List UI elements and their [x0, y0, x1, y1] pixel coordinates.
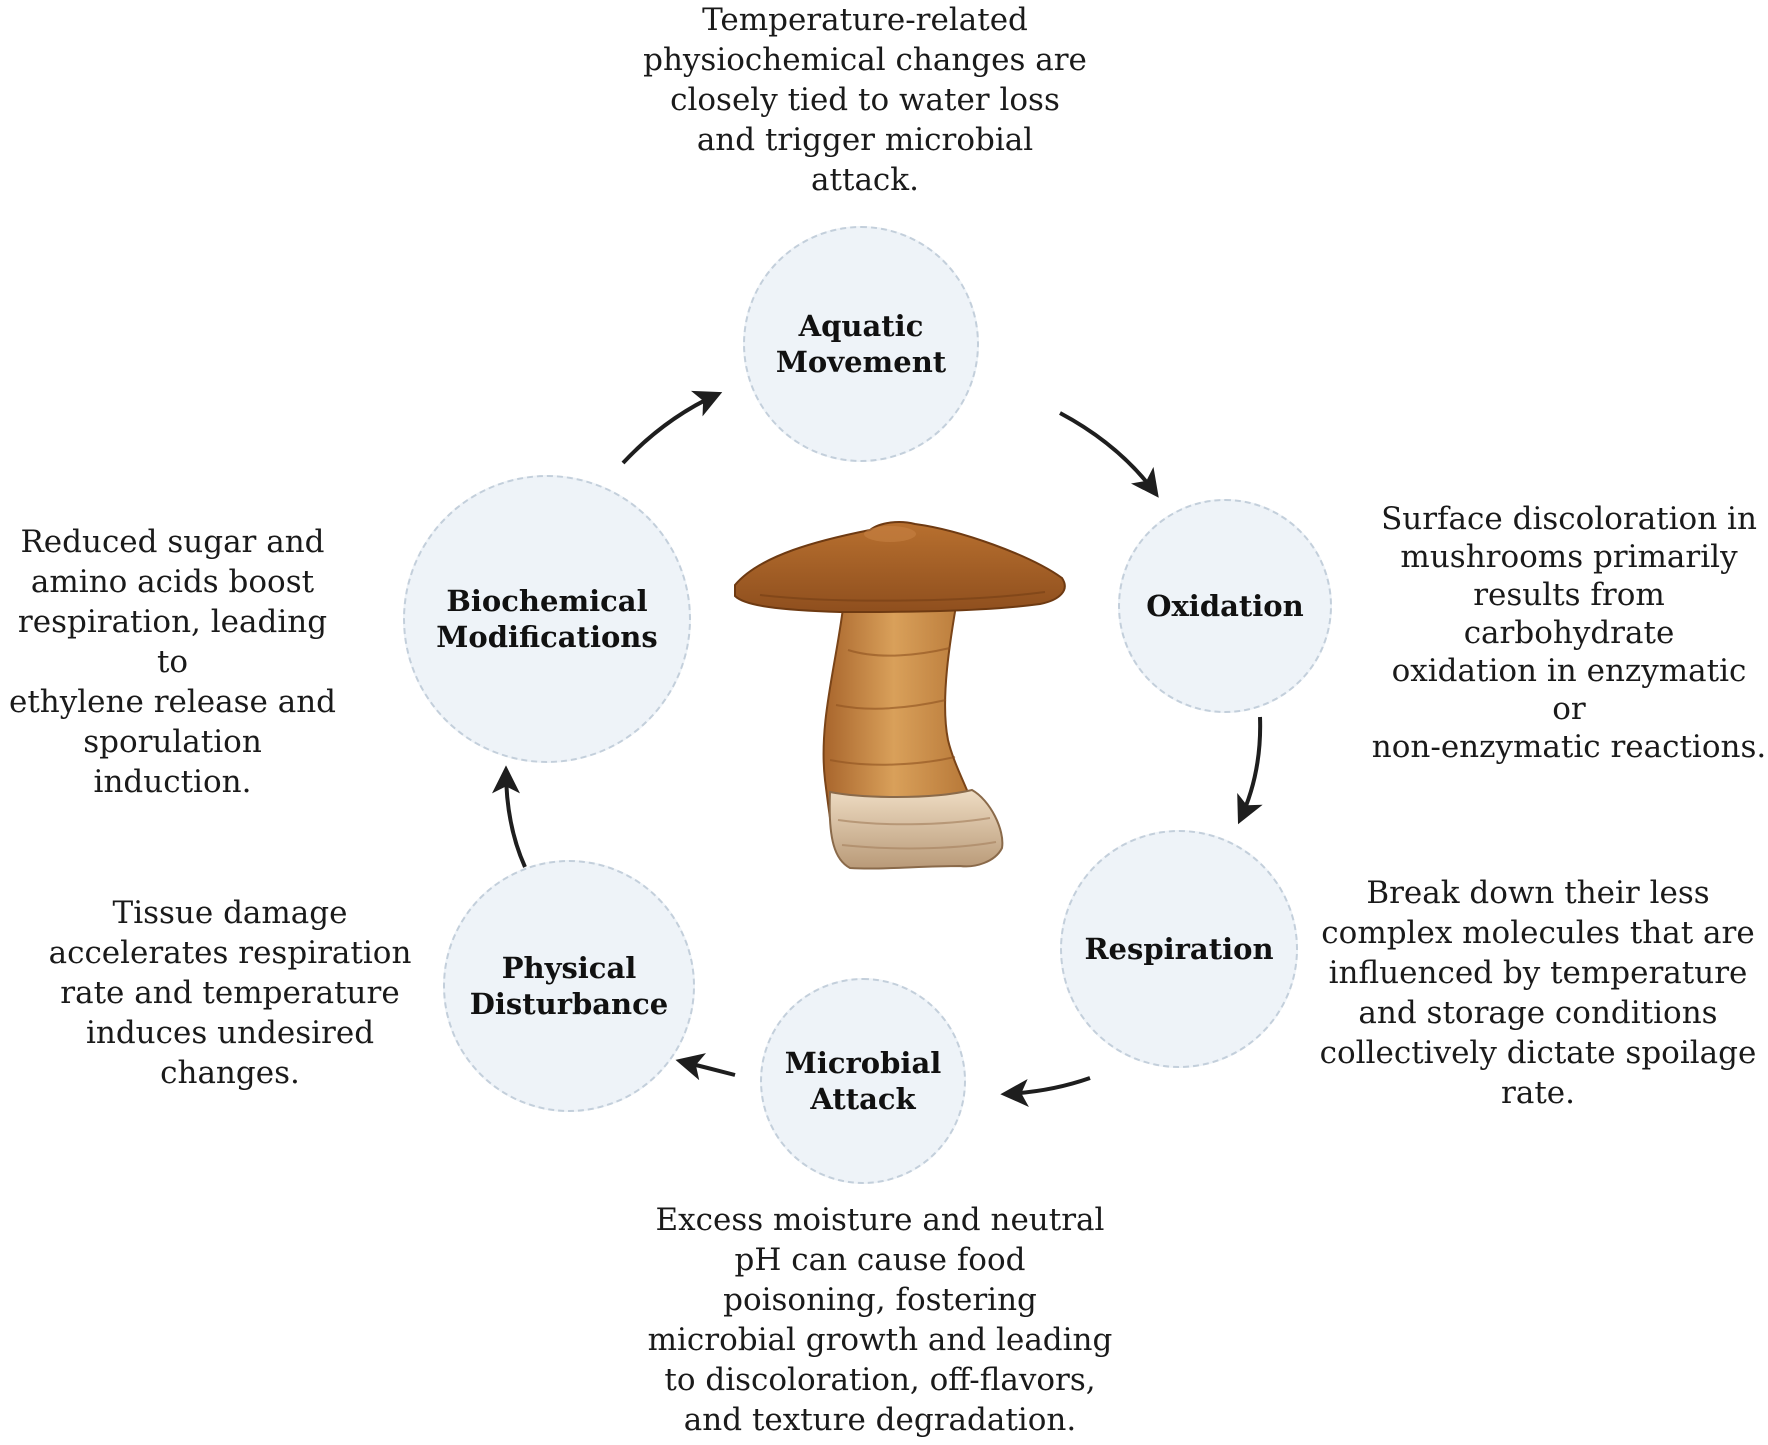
- node-biochemical-modifications: Biochemical Modifications: [403, 475, 691, 763]
- description-biochemical-modifications: Reduced sugar and amino acids boost resp…: [8, 524, 336, 800]
- description-microbial-attack: Excess moisture and neutral pH can cause…: [647, 1202, 1113, 1438]
- node-physical-disturbance: Physical Disturbance: [443, 860, 695, 1112]
- node-oxidation: Oxidation: [1118, 499, 1332, 713]
- description-aquatic-movement: Temperature-related physiochemical chang…: [643, 2, 1087, 198]
- node-respiration-label: Respiration: [1084, 932, 1274, 966]
- node-microbial-attack: Microbial Attack: [760, 978, 966, 1184]
- arrow-aquatic-to-oxidation: [1059, 411, 1159, 498]
- node-microbial-attack-label: Microbial Attack: [784, 1046, 942, 1116]
- arrow-microbial-to-physical: [675, 1053, 736, 1081]
- mushroom-base: [828, 788, 1004, 870]
- node-oxidation-label: Oxidation: [1146, 589, 1304, 623]
- arrow-physical-to-biochemical: [492, 765, 527, 868]
- node-aquatic-movement: Aquatic Movement: [743, 226, 979, 462]
- arrow-oxidation-to-respiration: [1237, 716, 1263, 825]
- description-respiration: Break down their less complex molecules …: [1319, 875, 1757, 1111]
- node-biochemical-modifications-label: Biochemical Modifications: [436, 584, 658, 654]
- description-oxidation: Surface discoloration in mushrooms prima…: [1371, 501, 1767, 765]
- node-respiration: Respiration: [1060, 830, 1298, 1068]
- node-aquatic-movement-label: Aquatic Movement: [775, 309, 947, 379]
- mushroom-cap: [734, 521, 1066, 614]
- description-physical-disturbance: Tissue damage accelerates respiration ra…: [48, 895, 412, 1091]
- node-physical-disturbance-label: Physical Disturbance: [469, 951, 669, 1021]
- arrow-biochemical-to-aquatic: [621, 390, 723, 465]
- arrow-respiration-to-microbial: [1000, 1076, 1091, 1107]
